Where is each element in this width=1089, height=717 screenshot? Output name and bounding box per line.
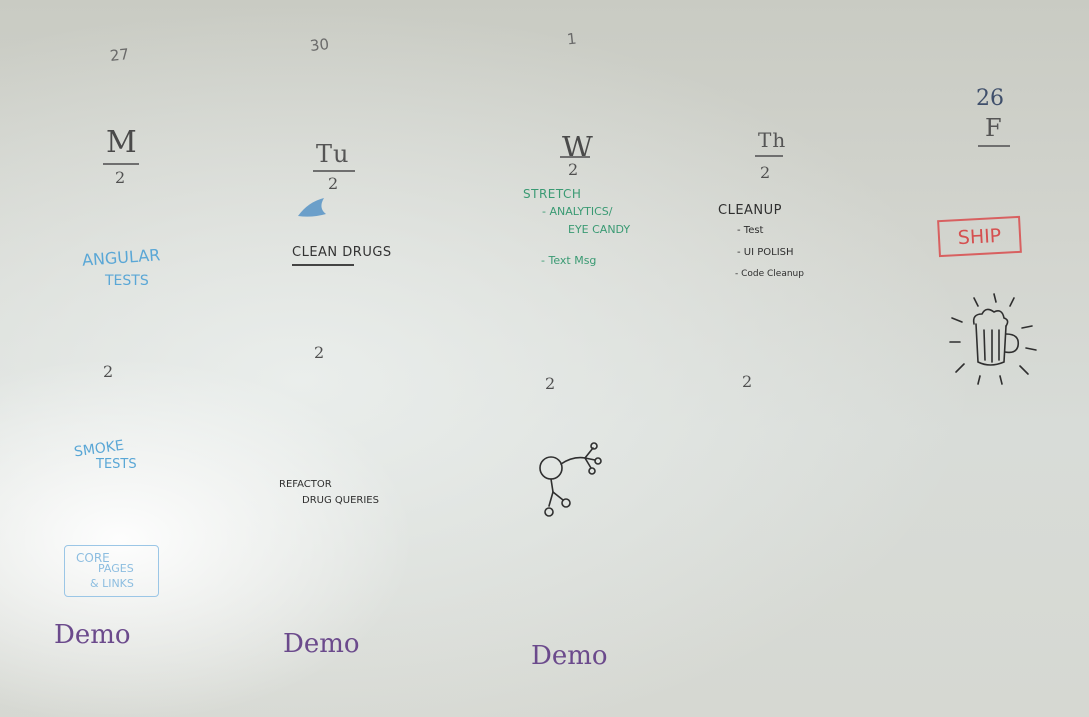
task-cleanup: CLEANUP [718,203,783,218]
ship-box: SHIP [937,215,1022,258]
day-mon: M [106,125,138,160]
points-wed-mid: 2 [545,374,556,393]
task-text-msg: - Text Msg [541,254,597,267]
task-ship: SHIP [957,224,1002,249]
day-thu-underline [755,155,783,157]
task-cleanup-code: - Code Cleanup [735,269,804,279]
date-mon: 27 [109,45,130,65]
date-wed: 1 [566,29,578,49]
day-wed-underline [560,156,590,158]
demo-tue: Demo [283,629,360,659]
day-wed: W [562,131,594,166]
day-tue-underline [313,170,355,172]
date-tue: 30 [309,35,330,55]
blue-smudge [298,198,326,217]
task-core-line1: CORE [76,551,110,565]
task-clean-drugs-underline [292,264,354,266]
task-cleanup-ui-polish: - UI POLISH [737,247,794,258]
stick-figure-icon [539,442,602,517]
points-thu-mid: 2 [742,372,753,391]
demo-wed: Demo [531,641,608,671]
day-thu: Th [758,128,787,152]
points-mon-mid: 2 [103,362,114,381]
task-refactor-line2: DRUG QUERIES [302,495,379,506]
day-fri: F [985,114,1003,142]
task-smoke-tests-line2: TESTS [96,457,137,472]
points-tue-top: 2 [328,174,339,193]
points-tue-mid: 2 [314,343,325,362]
day-mon-underline [103,163,139,165]
points-wed-top: 2 [568,160,579,179]
points-mon-top: 2 [115,168,126,187]
task-refactor-line1: REFACTOR [279,479,332,490]
task-analytics: - ANALYTICS/ [542,205,613,218]
beer-mug-icon [949,293,1037,385]
task-core-line3: & LINKS [90,577,134,590]
task-angular-tests-line2: TESTS [105,273,149,289]
task-cleanup-test: - Test [737,225,764,236]
task-eye-candy: EYE CANDY [568,223,631,236]
core-pages-box [64,545,159,597]
demo-mon: Demo [54,620,131,650]
date-fri: 26 [976,86,1004,111]
day-tue: Tu [316,140,350,168]
task-stretch: STRETCH [523,187,582,201]
task-core-line2: PAGES [98,562,134,575]
task-angular-tests-line1: ANGULAR [81,245,161,270]
day-fri-underline [978,145,1010,147]
points-thu-top: 2 [760,163,771,182]
task-clean-drugs: CLEAN DRUGS [292,245,392,260]
